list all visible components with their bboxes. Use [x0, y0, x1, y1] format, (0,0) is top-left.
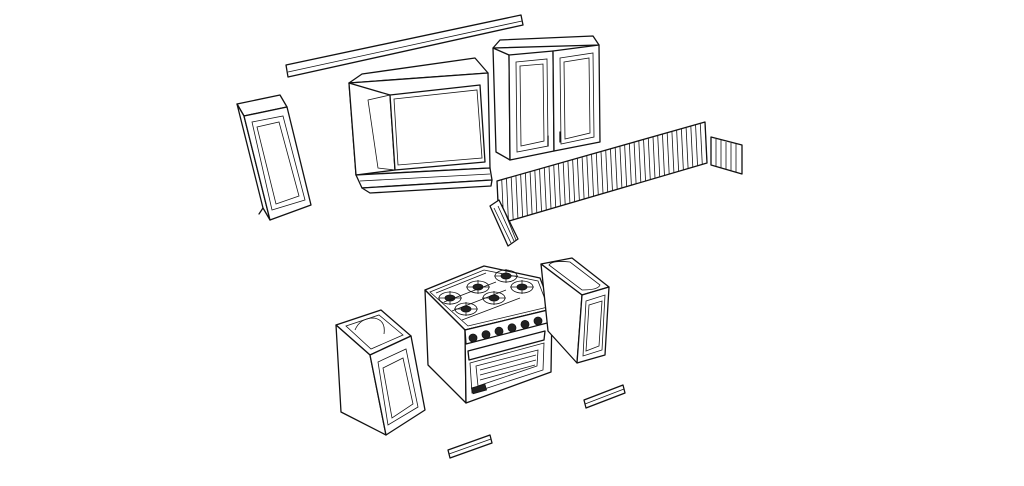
backsplash-slat: [591, 154, 594, 197]
backsplash-slat: [562, 162, 566, 205]
backsplash-slat: [567, 160, 571, 204]
backsplash-slat: [572, 159, 576, 202]
backsplash-slat: [652, 136, 656, 179]
range-knob: [494, 326, 504, 336]
backsplash-slat: [610, 148, 613, 191]
backsplash-slat: [662, 134, 665, 176]
hood: [348, 57, 493, 194]
burner: [510, 280, 534, 294]
backsplash-slat: [699, 123, 703, 165]
backsplash-slat: [690, 126, 694, 168]
backsplash-slat: [628, 143, 632, 186]
range-burners: [438, 269, 534, 316]
backsplash-slat: [529, 171, 533, 215]
burner: [482, 291, 506, 305]
backsplash-slat: [510, 176, 514, 220]
backsplash-slat: [619, 146, 623, 188]
range-knob: [468, 333, 478, 343]
toe-kick-right: [583, 384, 626, 409]
backsplash-slat: [614, 147, 618, 190]
backsplash-slat: [576, 158, 580, 201]
backsplash-slat: [534, 170, 538, 213]
backsplash-slat: [520, 174, 524, 218]
backsplash-slat: [539, 168, 542, 212]
backsplash-slat: [638, 140, 642, 183]
backsplash-slat: [515, 175, 519, 219]
range-knobs: [468, 316, 543, 343]
backsplash-slat: [704, 121, 708, 164]
backsplash-slat: [657, 135, 661, 177]
double-wall-cabinet: [492, 35, 601, 161]
backsplash-slat: [676, 130, 680, 172]
backsplash-slat: [695, 124, 698, 166]
backsplash-slat: [671, 131, 675, 173]
backsplash-slat: [600, 151, 604, 194]
backsplash-slat: [666, 132, 670, 175]
backsplash-slat: [586, 155, 590, 198]
base-cabinet-right: [540, 257, 610, 364]
backsplash-slat: [543, 167, 547, 211]
range-knob: [507, 323, 517, 333]
base-cabinet-left: [335, 309, 426, 436]
backsplash-slat: [548, 166, 552, 209]
crown-molding: [285, 14, 524, 78]
range-knob: [533, 316, 543, 326]
backsplash-slat: [558, 163, 561, 206]
backsplash-slat: [595, 152, 599, 195]
backsplash-slat: [581, 156, 585, 200]
backsplash-end-panel: [710, 136, 743, 175]
burner: [438, 291, 462, 305]
toe-kick-left: [447, 434, 493, 459]
backsplash-slat: [605, 150, 609, 193]
range-knob: [481, 330, 491, 340]
backsplash-slat: [647, 138, 651, 180]
backsplash-slat: [524, 172, 528, 216]
backsplash-slat: [506, 178, 509, 222]
backsplash-slat: [680, 128, 684, 170]
burner: [454, 302, 478, 316]
tall-wall-cabinet: [236, 94, 312, 221]
range-knob: [520, 319, 530, 329]
slat-backsplash: [489, 121, 708, 247]
backsplash-slat: [633, 142, 637, 184]
backsplash-slat: [553, 164, 557, 208]
burner: [494, 269, 518, 283]
burner: [466, 280, 490, 294]
range: [424, 265, 553, 404]
backsplash-slat: [643, 139, 646, 182]
backsplash-slat: [624, 144, 628, 187]
backsplash-slats: [496, 121, 708, 225]
backsplash-slat: [685, 127, 689, 169]
